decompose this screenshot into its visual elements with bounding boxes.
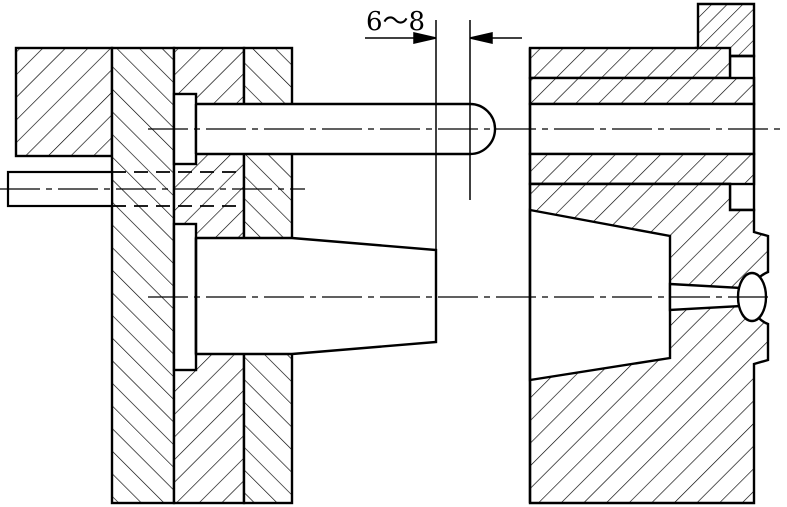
top-plate-upper — [528, 46, 732, 80]
top-plate-lower — [528, 76, 756, 106]
dimension-label: 6～8 — [366, 7, 425, 37]
guide-bushing — [528, 152, 756, 186]
arrow-right — [469, 32, 493, 44]
arrow-left — [413, 32, 437, 44]
fixed-half — [528, 2, 770, 505]
cone-cavity — [528, 208, 672, 382]
dimension-6-8: 6～8 — [365, 7, 522, 250]
clamp-plate — [14, 46, 114, 158]
ejector-plate — [110, 46, 176, 505]
center-lines — [0, 128, 780, 298]
